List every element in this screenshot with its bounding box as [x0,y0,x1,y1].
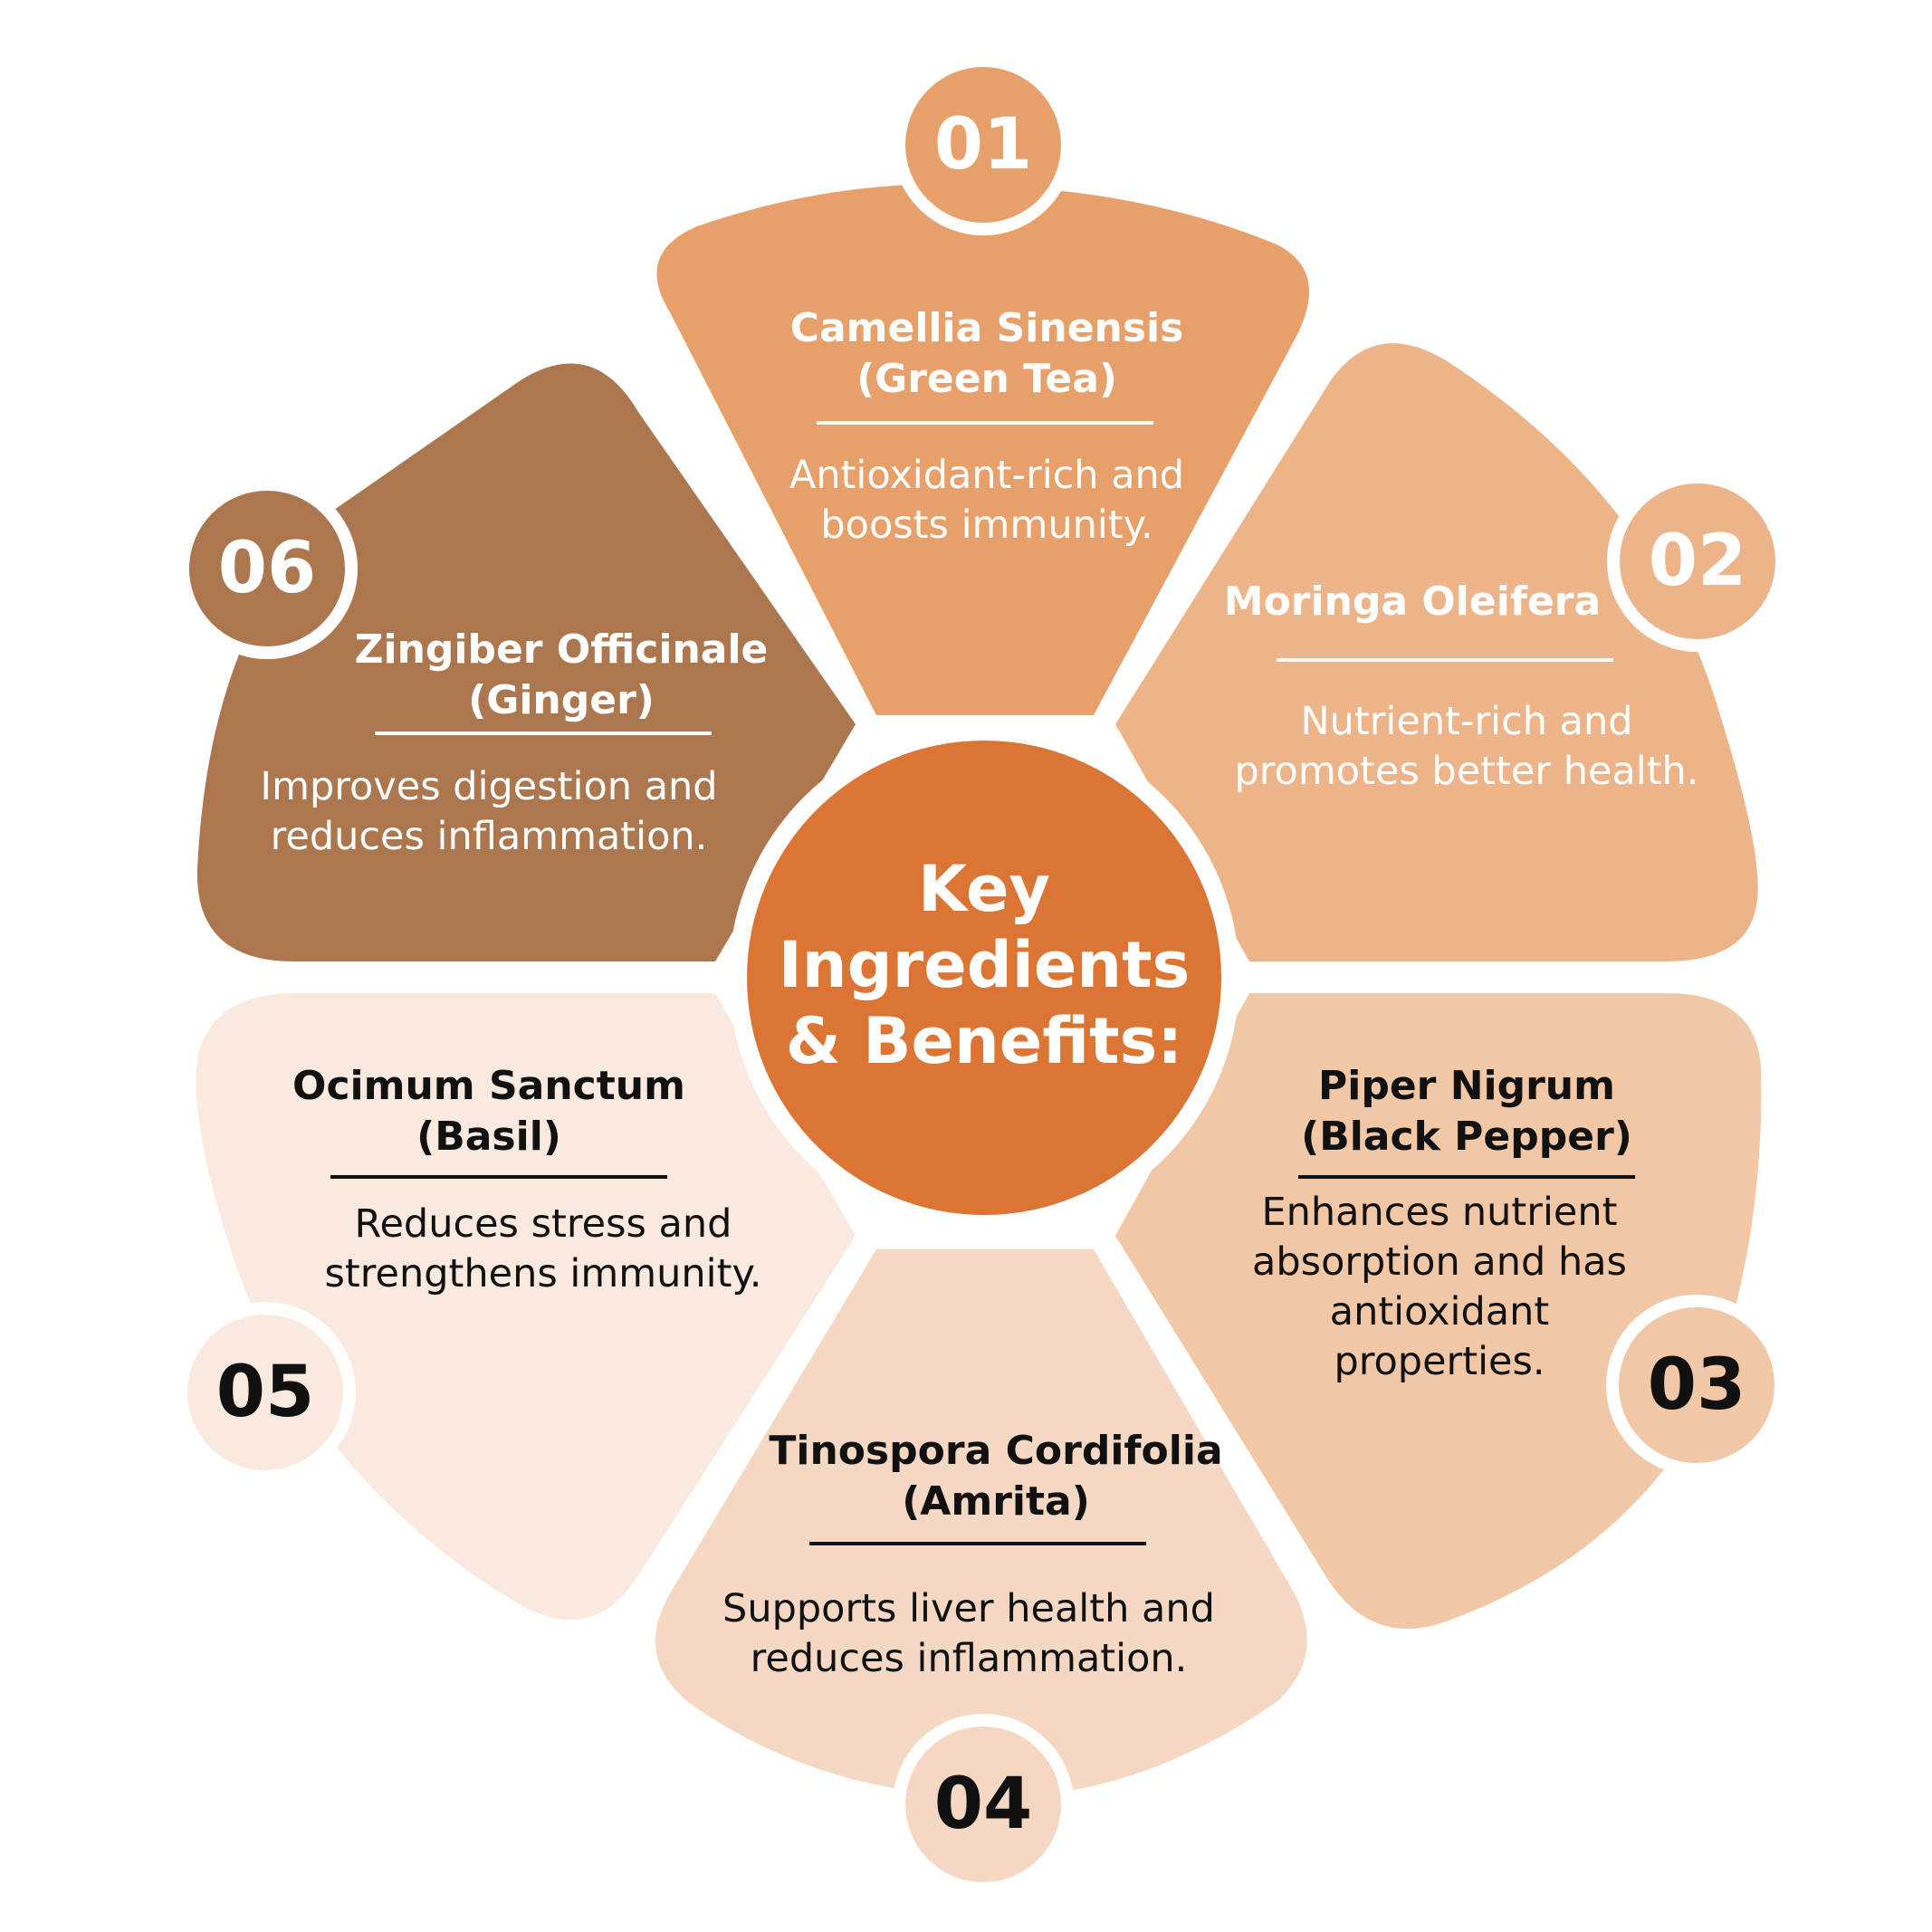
item-05-title-line-2: (Basil) [416,1114,561,1160]
badge-number-04: 04 [933,1764,1033,1845]
center-title: Key Ingredients & Benefits: [776,851,1192,1079]
badge-01 [893,54,1074,235]
item-01-title-line-1: Camellia Sinensis [789,305,1184,351]
item-03-desc-line-3: antioxidant [1329,1289,1550,1334]
item-03-description: Enhances nutrient absorption and has ant… [1177,1188,1702,1387]
item-01-description: Antioxidant-rich and boosts immunity. [706,451,1267,550]
badge-number-01: 01 [933,104,1033,186]
item-06-divider [375,732,712,735]
item-06-title-line-2: (Ginger) [468,677,655,723]
center-circle [747,741,1221,1215]
item-01-title-line-2: (Green Tea) [856,356,1118,402]
item-02-title: Moringa Oleifera [1141,577,1684,627]
item-04-title-line-1: Tinospora Cordifolia [769,1428,1223,1474]
item-01-divider [817,421,1153,425]
item-06-desc-line-1: Improves digestion and [260,764,718,809]
item-05-desc-line-2: strengthens immunity. [324,1251,762,1296]
item-05-title: Ocimum Sanctum (Basil) [244,1061,733,1162]
item-01-title: Camellia Sinensis (Green Tea) [706,303,1267,405]
badge-number-06: 06 [217,528,317,609]
item-02-desc-line-2: promotes better health. [1234,749,1699,794]
item-01-desc-line-1: Antioxidant-rich and [789,453,1185,498]
item-04-title-line-2: (Amrita) [902,1478,1090,1525]
item-02-title-line-1: Moringa Oleifera [1223,579,1602,625]
item-05-desc-line-1: Reduces stress and [354,1201,732,1247]
petal-04 [655,1249,1307,1798]
item-03-title-line-2: (Black Pepper) [1301,1114,1632,1160]
petal-02 [1115,343,1758,962]
item-03-divider [1298,1175,1635,1179]
item-01-desc-line-2: boosts immunity. [820,502,1153,548]
item-03-title-line-1: Piper Nigrum [1318,1063,1615,1109]
badge-number-03: 03 [1647,1344,1746,1426]
item-02-divider [1277,658,1613,662]
item-03-desc-line-1: Enhances nutrient [1261,1190,1618,1235]
center-title-line-1: Key [917,852,1051,926]
badge-number-02: 02 [1648,521,1747,602]
item-06-description: Improves digestion and reduces inflammat… [217,762,760,862]
item-06-title-line-1: Zingiber Officinale [354,626,769,673]
item-05-title-line-1: Ocimum Sanctum [292,1063,685,1109]
petal-01 [656,184,1309,715]
badge-04 [893,1714,1074,1895]
badge-number-05: 05 [215,1352,315,1433]
center-title-line-2: Ingredients [778,928,1191,1002]
center-title-line-3: & Benefits: [785,1004,1183,1078]
item-05-description: Reduces stress and strengthens immunity. [272,1200,815,1299]
badge-03 [1606,1295,1787,1476]
item-03-title: Piper Nigrum (Black Pepper) [1204,1061,1729,1162]
item-04-desc-line-1: Supports liver health and [722,1586,1215,1631]
item-02-desc-line-1: Nutrient-rich and [1300,699,1633,744]
petal-06 [196,363,856,962]
petal-03 [1115,993,1762,1629]
item-04-description: Supports liver health and reduces inflam… [661,1584,1277,1684]
badge-05 [175,1302,356,1483]
item-04-divider [809,1542,1146,1545]
item-03-desc-line-2: absorption and has [1252,1239,1627,1285]
badge-02 [1607,471,1788,652]
item-03-desc-line-4: properties. [1334,1339,1545,1384]
item-05-divider [330,1175,667,1179]
item-06-title: Zingiber Officinale (Ginger) [299,625,824,726]
item-02-description: Nutrient-rich and promotes better health… [1177,697,1756,797]
item-06-desc-line-2: reduces inflammation. [270,814,708,859]
item-04-desc-line-2: reduces inflammation. [750,1636,1188,1681]
petal-05 [196,993,856,1621]
item-04-title: Tinospora Cordifolia (Amrita) [706,1426,1286,1527]
badge-06 [177,478,358,659]
